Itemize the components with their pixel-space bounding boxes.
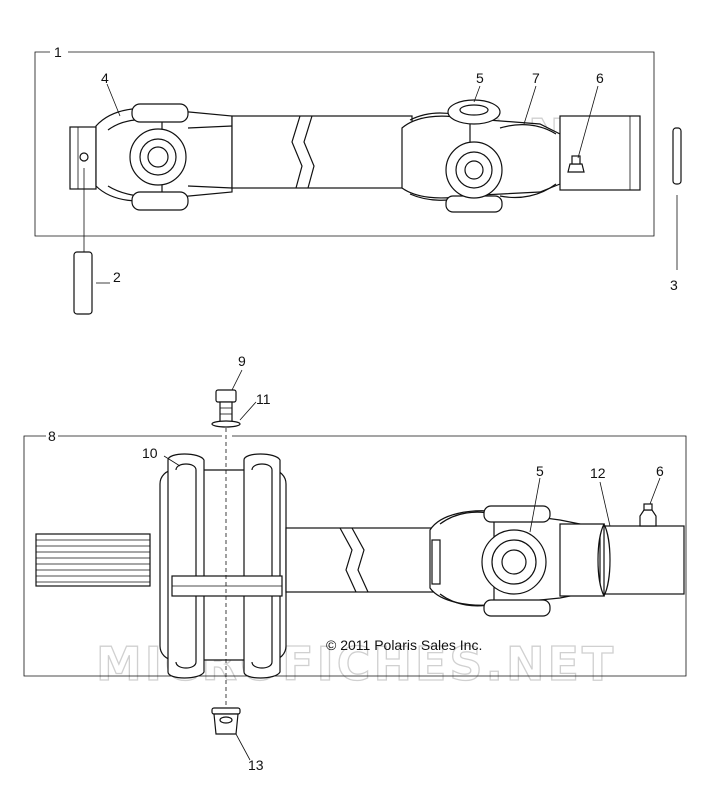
assembly-frame-top <box>34 51 655 237</box>
flange-nut <box>211 707 241 735</box>
callout-9: 9 <box>238 353 246 369</box>
splined-stub <box>35 533 151 587</box>
prop-shaft-assembly-bottom <box>23 389 687 735</box>
callout-5-bottom: 5 <box>536 463 544 479</box>
grease-fitting-top <box>567 163 585 173</box>
washer <box>211 420 241 428</box>
callout-6-bottom: 6 <box>656 463 664 479</box>
callout-5-top: 5 <box>476 70 484 86</box>
bearing-cap-bottom-bottom <box>483 599 551 617</box>
copyright-text: © 2011 Polaris Sales Inc. <box>326 637 482 653</box>
callout-10: 10 <box>142 445 158 461</box>
leaders-top <box>96 83 678 284</box>
shaft-tube-top <box>231 115 413 189</box>
assembly-frame-bottom <box>23 435 687 677</box>
callout-13: 13 <box>248 757 264 773</box>
carrier-bolt <box>215 389 237 423</box>
callout-11: 11 <box>256 391 271 407</box>
bearing-cap-top-right <box>447 99 501 125</box>
bearing-cap-top-left <box>131 103 189 123</box>
bearing-cap-top-bottom <box>483 505 551 523</box>
callout-12: 12 <box>590 465 606 481</box>
callout-8: 8 <box>48 428 56 444</box>
callout-2: 2 <box>113 269 121 285</box>
callout-6-top: 6 <box>596 70 604 86</box>
roll-pin <box>73 251 93 315</box>
callout-3: 3 <box>670 277 678 293</box>
callout-7: 7 <box>532 70 540 86</box>
bearing-cap-bottom-left <box>131 191 189 211</box>
leaders-bottom <box>163 369 661 761</box>
callout-1: 1 <box>54 44 62 60</box>
retaining-clip <box>672 127 682 185</box>
shaft-end-bottom <box>603 525 685 595</box>
shaft-end-top <box>559 115 641 191</box>
grease-fitting-bottom <box>639 509 657 527</box>
prop-shaft-assembly-top <box>34 51 682 315</box>
callout-4: 4 <box>101 70 109 86</box>
